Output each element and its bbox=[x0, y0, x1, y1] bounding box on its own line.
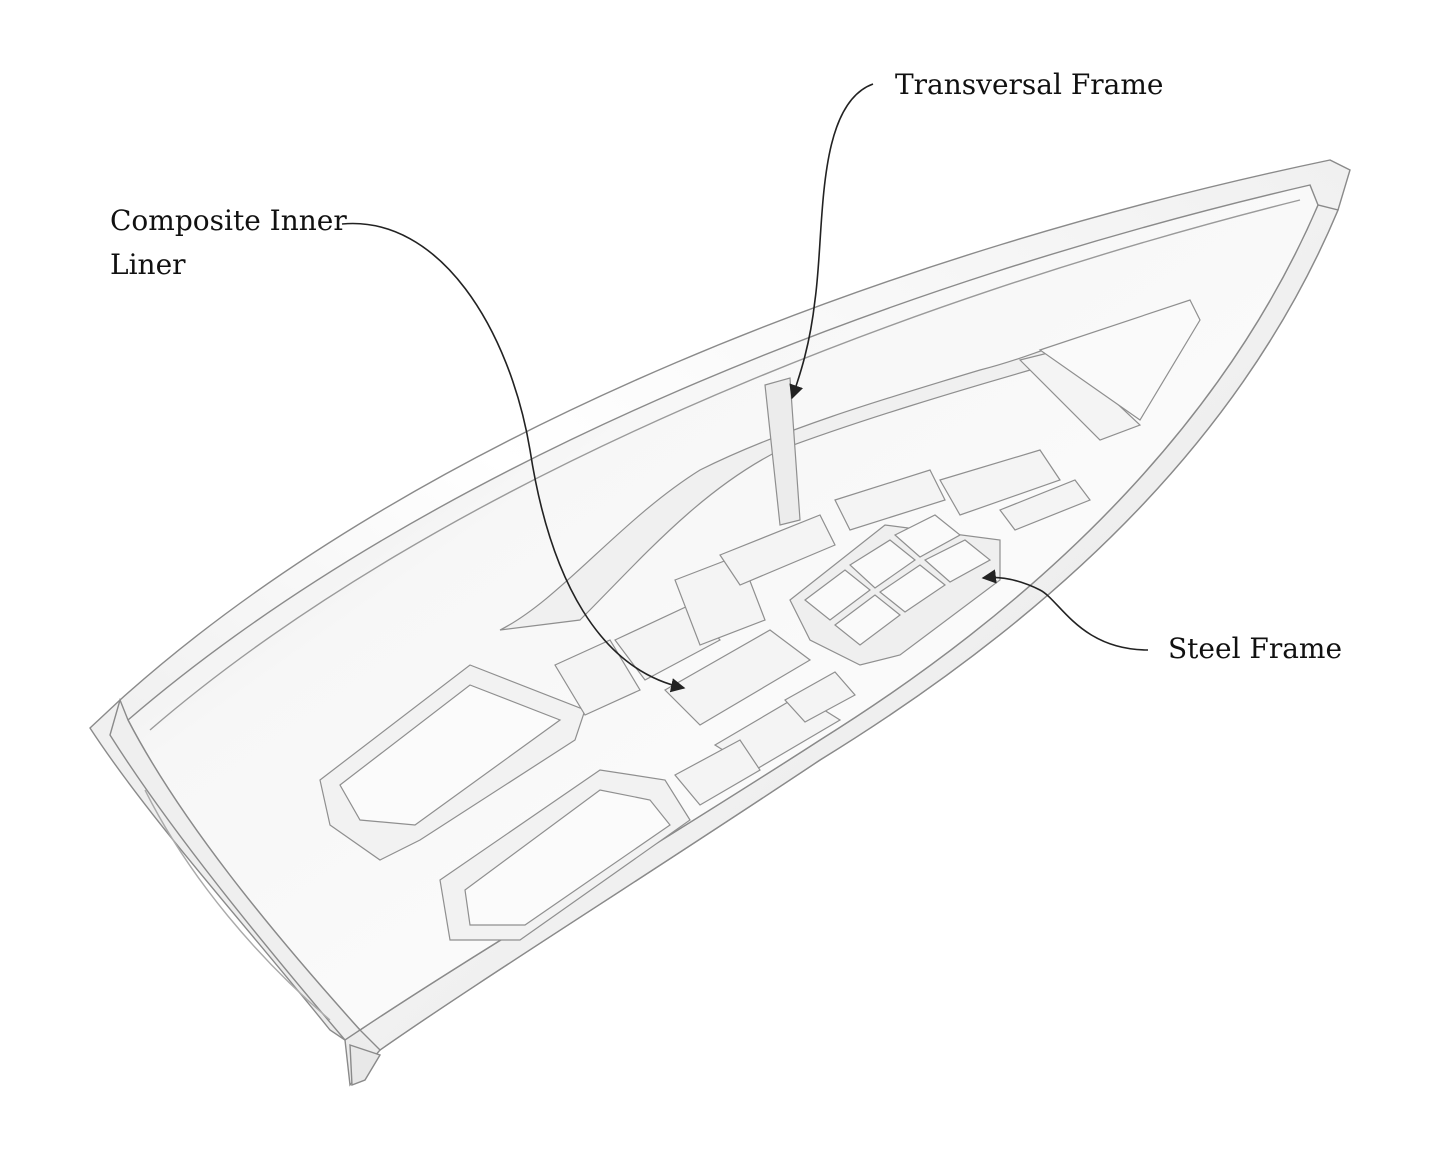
label-transversal-frame: Transversal Frame bbox=[895, 68, 1164, 101]
forward-compartment-b bbox=[999, 479, 1091, 531]
steel-frame-cell-4 bbox=[834, 594, 901, 646]
compartment-h bbox=[719, 514, 836, 586]
leader-lines bbox=[341, 83, 1149, 693]
steel-frame-cell-5 bbox=[878, 564, 947, 613]
transom-line bbox=[144, 789, 331, 1021]
leader-transversal-frame bbox=[789, 83, 874, 400]
transversal-frame-shape bbox=[499, 344, 1066, 631]
transversal-frame-post bbox=[764, 377, 801, 526]
aft-locker-inner bbox=[464, 789, 671, 926]
compartment-d bbox=[784, 671, 856, 723]
forward-compartment-d bbox=[1038, 299, 1201, 421]
steel-frame-cell-1 bbox=[804, 569, 871, 621]
transom bbox=[109, 697, 362, 1041]
label-composite-line2: Liner bbox=[110, 248, 186, 281]
leader-composite-inner-liner bbox=[341, 222, 686, 693]
deck-rim bbox=[149, 199, 1301, 731]
steel-frame-cell-3 bbox=[893, 514, 962, 558]
label-composite-inner-liner: Composite Inner Liner bbox=[110, 199, 347, 287]
compartment-c bbox=[674, 739, 761, 806]
steel-frame-cell-6 bbox=[923, 539, 992, 583]
steel-frame-cell-2 bbox=[849, 539, 917, 589]
forward-compartment-a bbox=[939, 449, 1061, 516]
keel bbox=[349, 1044, 382, 1087]
label-steel-frame: Steel Frame bbox=[1168, 632, 1343, 665]
cockpit-box-inner bbox=[339, 684, 562, 826]
compartment-f bbox=[554, 639, 641, 716]
compartment-i bbox=[834, 469, 946, 531]
compartment-a bbox=[664, 629, 812, 726]
leader-steel-frame bbox=[981, 569, 1149, 651]
inner-liner bbox=[319, 299, 1201, 941]
label-composite-line1: Composite Inner bbox=[110, 204, 347, 237]
